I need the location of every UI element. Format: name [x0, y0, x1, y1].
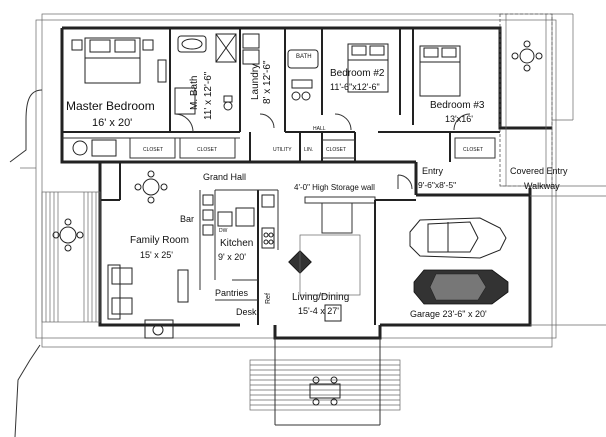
label-bedroom2: Bedroom #2	[330, 68, 385, 79]
label-storage-wall: 4'-0" High Storage wall	[294, 183, 375, 192]
label-ref: Ref	[265, 293, 272, 304]
size-entry: 9'-6"x8'-5"	[418, 180, 456, 190]
rear-patio	[249, 338, 401, 426]
bathtub-icon	[177, 35, 207, 53]
label-garage: Garage 23'-6" x 20'	[410, 309, 487, 319]
label-dw: DW	[219, 228, 228, 234]
bar-stools-icon	[202, 194, 214, 236]
shower-icon	[215, 33, 237, 63]
label-closet-1: CLOSET	[143, 147, 163, 153]
label-master-bedroom: Master Bedroom	[66, 99, 155, 113]
label-closet-4: CLOSET	[463, 147, 483, 153]
interior-walls	[62, 28, 500, 325]
bedroom2-bed-icon	[347, 43, 389, 93]
covered-walkway	[499, 13, 606, 326]
kitchen-appliances-icon	[217, 194, 275, 249]
master-bed-icon	[71, 37, 167, 84]
size-master-bedroom: 16' x 20'	[92, 117, 132, 129]
car-sedan-icon	[409, 217, 507, 259]
bedroom3-bed-icon	[419, 45, 461, 97]
label-closet-3: CLOSET	[326, 147, 346, 153]
dining-table-icon	[299, 234, 361, 322]
grand-hall-table-icon	[134, 170, 168, 204]
label-walkway: Walkway	[524, 181, 560, 191]
label-closet-2: CLOSET	[197, 147, 217, 153]
label-entry: Entry	[422, 166, 444, 176]
size-family-room: 15' x 25'	[140, 250, 173, 260]
label-bedroom3: Bedroom #3	[430, 100, 485, 111]
label-pantries: Pantries	[215, 288, 249, 298]
left-deck	[41, 191, 101, 323]
patio-table-icon	[309, 376, 341, 406]
car-coupe-icon	[413, 269, 509, 305]
vanity-icon	[174, 87, 233, 115]
walkway-table-icon	[511, 40, 543, 72]
label-kitchen: Kitchen	[220, 238, 253, 249]
size-bedroom2: 11'-6"x12'-6"	[330, 82, 380, 92]
label-hall: HALL	[313, 126, 326, 132]
size-laundry: 8' x 12'-6"	[262, 60, 273, 104]
closet-labels: CLOSET CLOSET CLOSET CLOSET UTILITY LIN.…	[143, 126, 483, 153]
washer-dryer-icon	[242, 33, 260, 65]
label-living-dining: Living/Dining	[292, 292, 349, 303]
label-covered-entry: Covered Entry	[510, 166, 568, 176]
label-family-room: Family Room	[130, 235, 189, 246]
size-living-dining: 15'-4 x 27'	[298, 306, 339, 316]
bath-fixtures-icon	[287, 49, 319, 101]
room-labels: Master Bedroom 16' x 20' M. Bath 11' x 1…	[66, 54, 568, 319]
label-desk: Desk	[236, 307, 257, 317]
size-master-bath: 11' x 12'-6"	[203, 71, 214, 120]
label-master-bath: M. Bath	[189, 76, 200, 110]
label-bar: Bar	[180, 214, 194, 224]
size-bedroom3: 13'x16'	[445, 114, 473, 124]
label-grand-hall: Grand Hall	[203, 172, 246, 182]
armchair-icon	[72, 139, 117, 157]
sofa-icon	[107, 264, 189, 339]
deck-table-icon	[52, 218, 84, 252]
label-bath: BATH	[296, 54, 312, 60]
label-linen: LIN.	[304, 147, 313, 153]
size-kitchen: 9' x 20'	[218, 252, 246, 262]
label-utility: UTILITY	[273, 147, 292, 153]
door-swings	[174, 113, 471, 133]
label-laundry: Laundry	[250, 64, 261, 100]
